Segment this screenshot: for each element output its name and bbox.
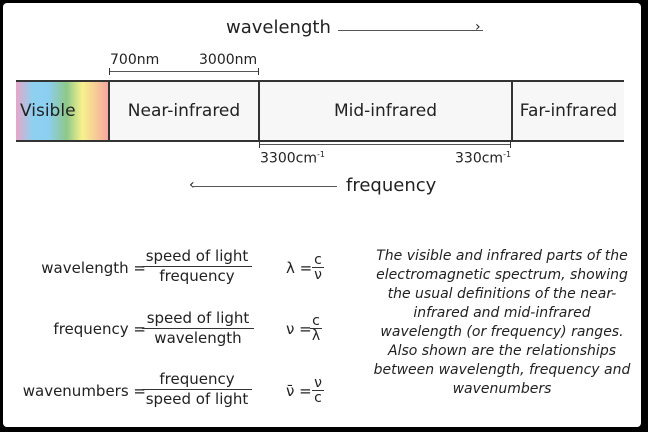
region-visible: Visible (16, 82, 108, 140)
divider (511, 82, 513, 140)
region-far-infrared: Far-infrared (513, 82, 624, 140)
spectrum-bar: Visible Near-infrared Mid-infrared Far-i… (16, 80, 624, 142)
divider (258, 82, 260, 140)
region-mid-infrared-label: Mid-infrared (333, 101, 438, 121)
wavelength-arrowhead-icon: › (475, 19, 481, 35)
near-ir-tick-start (109, 68, 110, 75)
near-ir-start-label: 700nm (110, 52, 160, 68)
region-mid-infrared: Mid-infrared (260, 82, 511, 140)
wavelength-axis-label: wavelength (226, 17, 331, 38)
divider (108, 82, 110, 140)
eq-frequency-symbol-lhs: ν = (286, 320, 312, 338)
region-near-infrared: Near-infrared (110, 82, 258, 140)
region-near-infrared-label: Near-infrared (127, 101, 241, 121)
mid-ir-tick-start (259, 141, 260, 148)
mid-ir-range-line (259, 144, 511, 145)
figure-frame: wavelength › 700nm 3000nm Visible Near-i… (3, 3, 641, 427)
near-ir-end-label: 3000nm (199, 52, 258, 68)
region-visible-label: Visible (20, 101, 76, 121)
near-ir-tick-end (258, 68, 259, 75)
frequency-axis-label: frequency (346, 175, 437, 196)
wavelength-arrow (338, 30, 483, 31)
frequency-arrowhead-icon: ‹ (189, 177, 195, 193)
eq-wavelength-lhs: wavelength = (41, 259, 146, 277)
eq-frequency-lhs: frequency = (53, 320, 146, 338)
eq-wavenumbers-symbol-lhs: ν̄ = (286, 382, 312, 400)
mid-ir-start-label: 3300cm-1 (260, 150, 325, 167)
region-far-infrared-label: Far-infrared (519, 101, 618, 121)
figure-caption: The visible and infrared parts of the el… (373, 248, 631, 397)
eq-wavelength-symbol-lhs: λ = (286, 259, 313, 277)
eq-wavenumbers-lhs: wavenumbers = (22, 382, 146, 400)
mid-ir-tick-end (510, 141, 511, 148)
frequency-arrow (192, 186, 337, 187)
near-ir-range-line (109, 71, 259, 72)
mid-ir-end-label: 330cm-1 (455, 150, 512, 167)
